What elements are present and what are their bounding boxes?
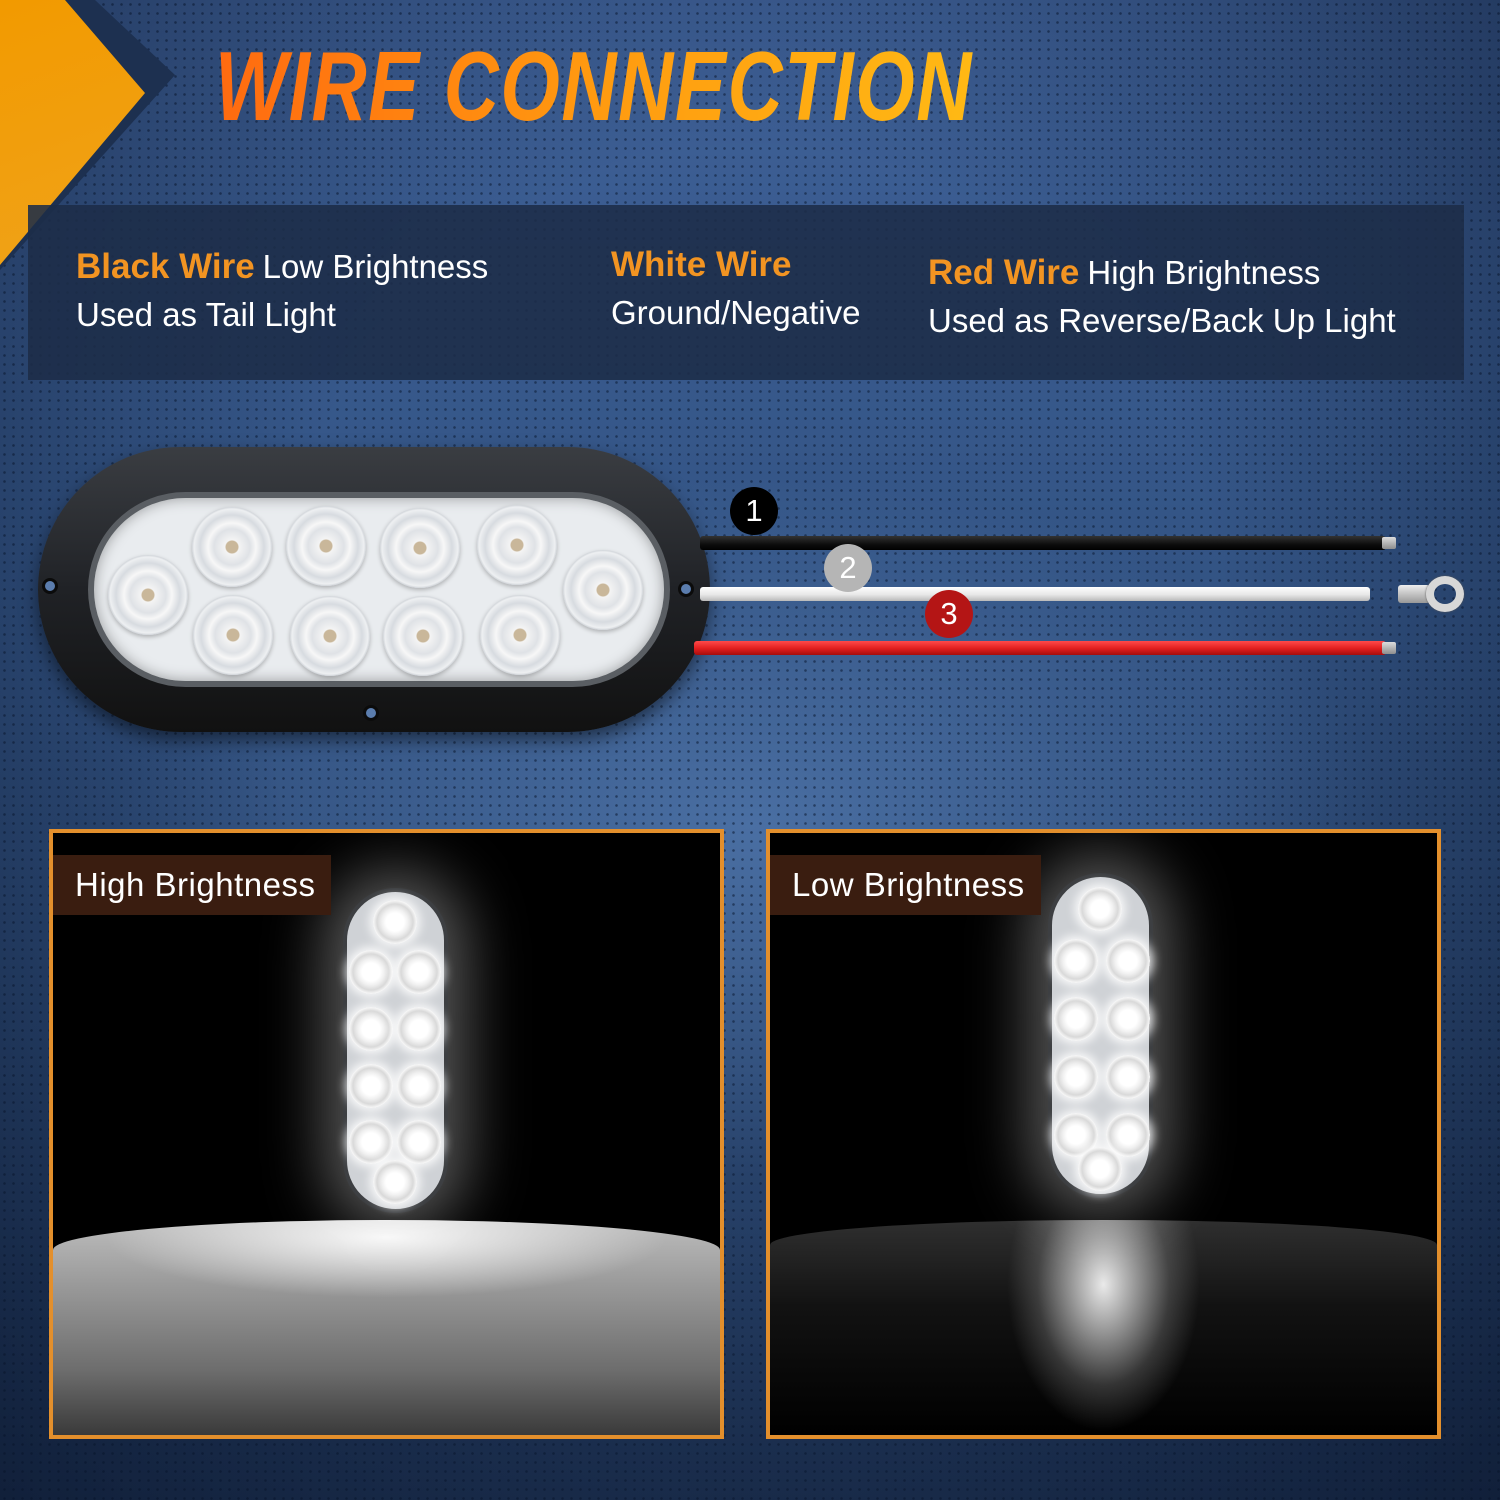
led-icon bbox=[1106, 1055, 1150, 1099]
red-wire-label: Red Wire bbox=[928, 253, 1080, 292]
led-icon bbox=[193, 595, 273, 675]
red-wire bbox=[694, 641, 1386, 655]
led-icon bbox=[1078, 1147, 1122, 1191]
led-icon bbox=[397, 950, 441, 994]
high-brightness-label: High Brightness bbox=[53, 855, 332, 915]
high-brightness-panel: High Brightness bbox=[49, 829, 724, 1439]
led-icon bbox=[349, 1120, 393, 1164]
badge-1: 1 bbox=[730, 487, 778, 535]
led-icon bbox=[349, 1007, 393, 1051]
lit-floor bbox=[770, 1220, 1437, 1435]
led-icon bbox=[1054, 1055, 1098, 1099]
low-brightness-label: Low Brightness bbox=[770, 855, 1041, 915]
led-icon bbox=[563, 550, 643, 630]
led-icon bbox=[290, 596, 370, 676]
low-brightness-panel: Low Brightness bbox=[766, 829, 1441, 1439]
led-icon bbox=[286, 506, 366, 586]
black-wire-label: Black Wire bbox=[76, 247, 255, 286]
led-icon bbox=[397, 1007, 441, 1051]
led-icon bbox=[477, 505, 557, 585]
led-icon bbox=[349, 950, 393, 994]
white-wire bbox=[700, 587, 1370, 601]
led-icon bbox=[480, 595, 560, 675]
led-icon bbox=[373, 1160, 417, 1204]
led-icon bbox=[1054, 939, 1098, 983]
red-wire-strand-icon bbox=[1382, 642, 1396, 654]
mount-hole-left-icon bbox=[42, 578, 58, 594]
led-icon bbox=[192, 507, 272, 587]
ring-terminal-icon bbox=[1398, 576, 1466, 612]
led-icon bbox=[108, 555, 188, 635]
led-icon bbox=[1106, 939, 1150, 983]
led-icon bbox=[349, 1064, 393, 1108]
white-wire-desc-2: Ground/Negative bbox=[611, 294, 861, 331]
black-wire-desc-1: Low Brightness bbox=[262, 248, 489, 285]
red-wire-desc-1: High Brightness bbox=[1087, 254, 1321, 291]
badge-2: 2 bbox=[824, 544, 872, 592]
lamp-lit-low bbox=[1048, 873, 1153, 1198]
lit-floor bbox=[53, 1220, 720, 1435]
led-icon bbox=[1054, 997, 1098, 1041]
led-icon bbox=[383, 596, 463, 676]
led-icon bbox=[1078, 887, 1122, 931]
black-wire-desc-2: Used as Tail Light bbox=[76, 296, 336, 333]
badge-3: 3 bbox=[925, 590, 973, 638]
led-icon bbox=[1106, 997, 1150, 1041]
white-wire-label: White Wire bbox=[611, 245, 792, 284]
mount-hole-bottom-icon bbox=[363, 705, 379, 721]
led-icon bbox=[397, 1120, 441, 1164]
black-wire-strand-icon bbox=[1382, 537, 1396, 549]
led-icon bbox=[373, 900, 417, 944]
white-wire-info: White Wire Ground/Negative bbox=[611, 241, 860, 337]
lamp-lit-high bbox=[343, 888, 448, 1213]
led-icon bbox=[380, 508, 460, 588]
mount-hole-right-icon bbox=[678, 581, 694, 597]
page-title: WIRE CONNECTION bbox=[215, 31, 974, 141]
black-wire bbox=[700, 536, 1386, 550]
led-icon bbox=[397, 1064, 441, 1108]
red-wire-desc-2: Used as Reverse/Back Up Light bbox=[928, 302, 1396, 339]
led-icon bbox=[1106, 1113, 1150, 1157]
